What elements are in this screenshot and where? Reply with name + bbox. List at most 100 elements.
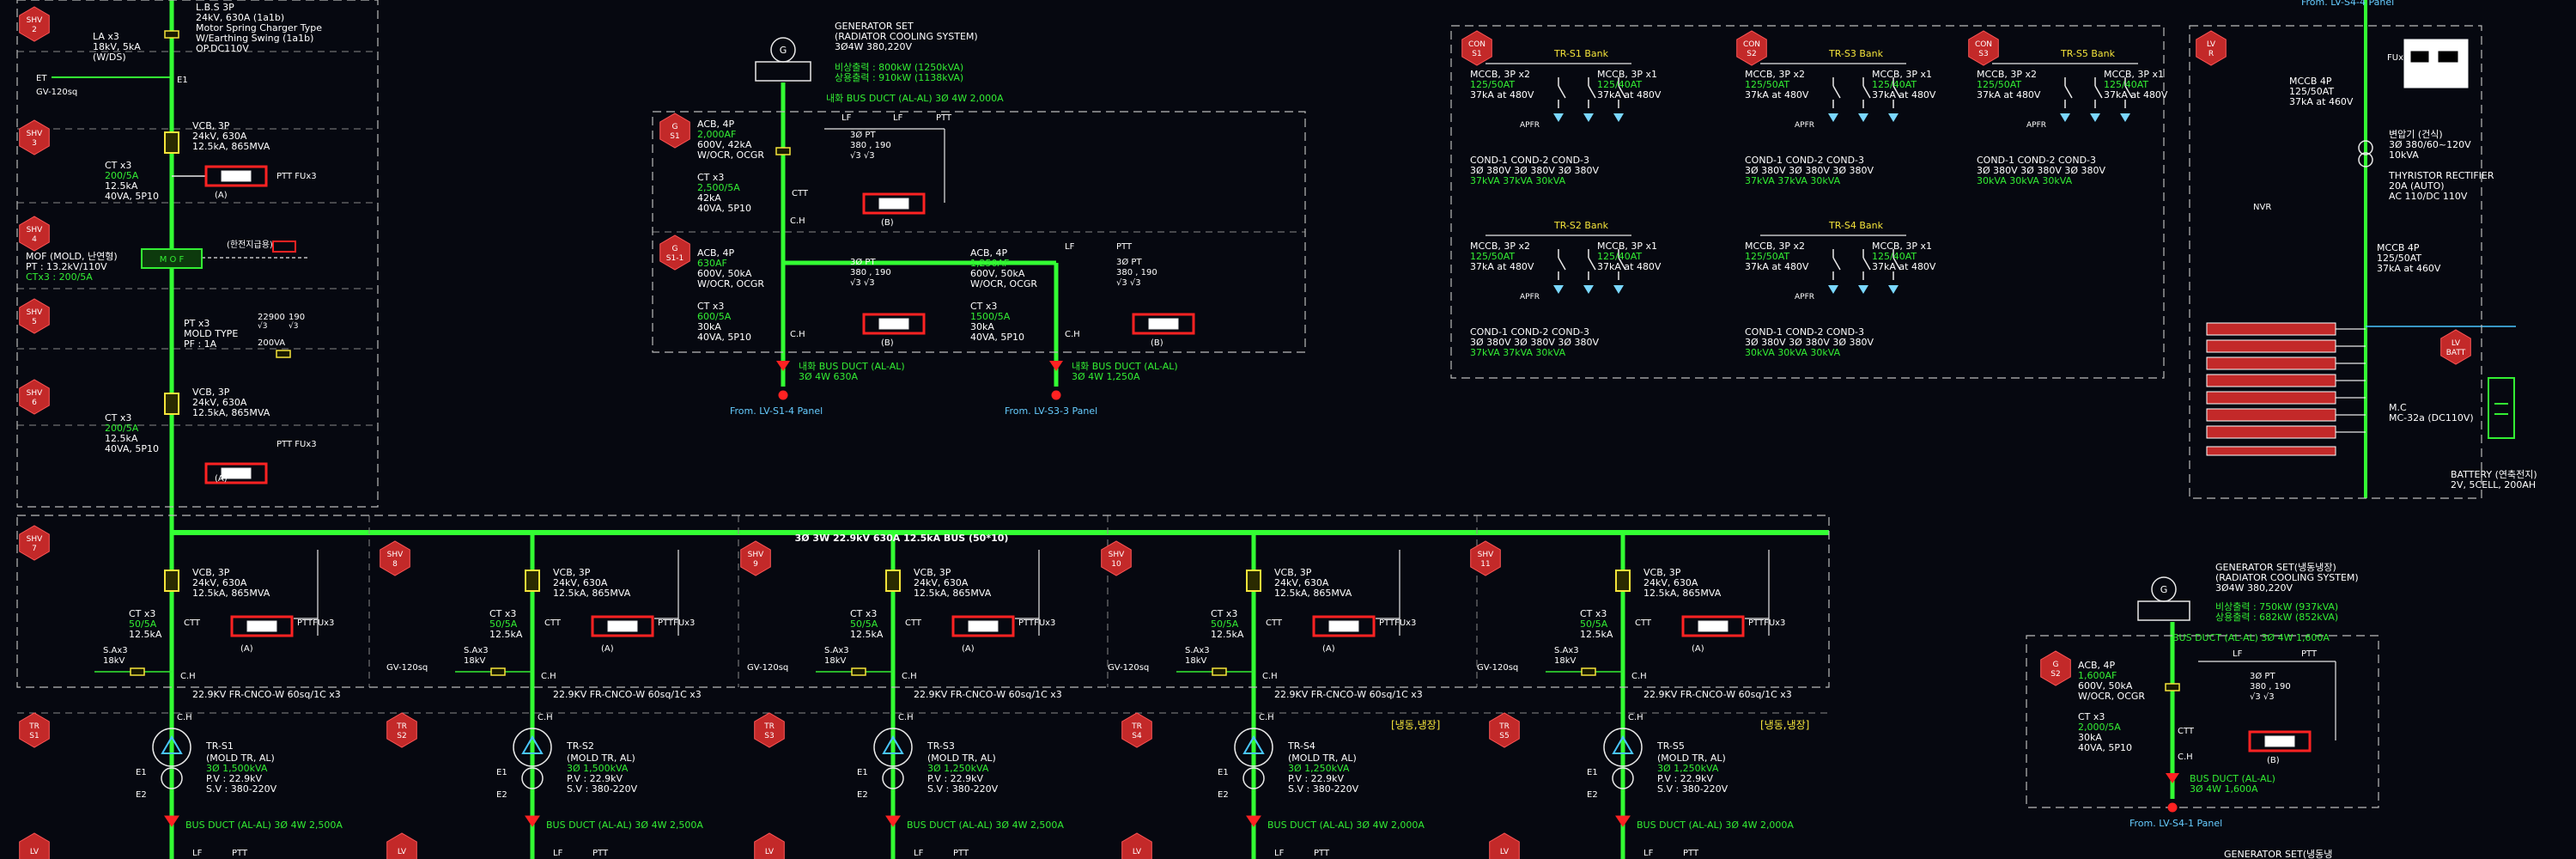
tag-label: 9 [753, 560, 758, 569]
label: 3Ø4W 380,220V [2215, 582, 2293, 594]
label: CT x3 [1580, 608, 1607, 619]
feeder-ct-4-icon [1312, 615, 1376, 637]
label: 600V, 42kA [697, 139, 752, 150]
label: 18kV [464, 656, 486, 666]
label: PTT [1683, 849, 1699, 858]
relay-label: (A) [240, 644, 253, 654]
transformer-2-icon [513, 728, 552, 767]
tag-label: LV [1500, 848, 1510, 856]
label: P.V : 22.9kV [927, 773, 984, 784]
label: TR-S2 Bank [1553, 220, 1609, 231]
tag-label: G [2053, 661, 2059, 669]
label: √3 [289, 321, 298, 331]
tag-label: 3 [32, 139, 37, 148]
mccb-switch-icon [1588, 85, 1596, 99]
tag-label: S5 [1499, 732, 1509, 740]
label: CT x3 [105, 160, 131, 171]
label: From. LV-S3-3 Panel [1005, 405, 1097, 417]
label: CTT [792, 189, 809, 198]
label: 24kV, 630A [553, 577, 608, 588]
surge-arrester-3-icon [851, 667, 866, 676]
label: GV-120sq [386, 663, 428, 673]
relay-label: (B) [2267, 756, 2280, 765]
pttfu-label: PTTFUx3 [1018, 618, 1055, 628]
feeder-ct-4-icon-core [1328, 620, 1359, 632]
tag-label: 6 [32, 399, 37, 407]
tag-label: S1 [29, 732, 39, 740]
tag-shv2 [19, 6, 50, 42]
tag-gs2 [2040, 650, 2071, 686]
bus-duct-arrow-icon [885, 815, 901, 827]
label: VCB, 3P [192, 567, 230, 578]
label: MCCB, 3P x1 [1872, 69, 1932, 80]
tag-label: BATT [2446, 349, 2466, 357]
label: 380 , 190 [2250, 682, 2291, 691]
label: √3 √3 [2250, 692, 2275, 702]
label: CT x3 [697, 172, 724, 183]
label: 37kA at 480V [1745, 261, 1809, 272]
label: (RADIATOR COOLING SYSTEM) [835, 31, 978, 42]
label: (B) [881, 338, 894, 348]
label: VCB, 3P [914, 567, 951, 578]
label: E2 [1218, 790, 1229, 800]
surge-arrester-5-icon [1581, 667, 1596, 676]
label: 50/5A [489, 618, 518, 630]
tag-trs2 [386, 712, 417, 748]
label: 37kA at 460V [2377, 263, 2441, 274]
label: COND-1 COND-2 COND-3 [1470, 155, 1589, 166]
generator2-frame [2137, 600, 2190, 621]
wye-winding-icon [1242, 767, 1265, 789]
tag-label: TR [28, 722, 39, 731]
label: VCB, 3P [1274, 567, 1312, 578]
label: COND-1 COND-2 COND-3 [1745, 155, 1864, 166]
label: 3Ø 380V 3Ø 380V 3Ø 380V [1470, 165, 1599, 176]
label: 22.9KV FR-CNCO-W 60sq/1C x3 [553, 689, 702, 700]
feeder-ct-1-icon [230, 615, 294, 637]
label: BUS DUCT (AL-AL) 3Ø 4W 2,500A [907, 819, 1064, 831]
label: MOF (MOLD, 난연형) [26, 251, 118, 262]
label: GV-120sq [1108, 663, 1149, 673]
label: AC 110/DC 110V [2389, 191, 2468, 202]
label: 22.9KV FR-CNCO-W 60sq/1C x3 [914, 689, 1062, 700]
label: BATTERY (연축전지) [2451, 469, 2537, 480]
label: 37kA at 480V [1470, 261, 1534, 272]
tag-label: G [672, 245, 678, 253]
label: S.Ax3 [464, 646, 489, 655]
wye-winding-icon [882, 767, 904, 789]
pttfu-label: PTTFUx3 [1379, 618, 1416, 628]
label: 40VA, 5P10 [105, 191, 159, 202]
label: 37kVA 37kVA 30kVA [1745, 175, 1841, 186]
label: BUS DUCT (AL-AL) 3Ø 4W 2,000A [1637, 819, 1794, 831]
label: PTT [592, 849, 609, 858]
label: C.H [790, 216, 805, 226]
label: 비상출력 : 750kW (937kVA) [2215, 601, 2338, 612]
label: APFR [1520, 293, 1540, 302]
label: E1 [177, 76, 188, 85]
label: CT x3 [850, 608, 877, 619]
label: BUS DUCT (AL-AL) 3Ø 4W 2,500A [546, 819, 703, 831]
label: 37kA at 480V [1745, 89, 1809, 101]
label: TR-S5 Bank [2060, 48, 2116, 59]
capacitor-icon [1583, 113, 1594, 122]
delta-winding-icon [882, 735, 904, 754]
label: 200VA [258, 338, 285, 348]
feeder-ct-1-icon-core [246, 620, 277, 632]
rectifier-panel-icon [2403, 39, 2469, 88]
label: √3 √3 [850, 278, 875, 288]
tag-trs5 [1489, 712, 1520, 748]
tag-cons1 [1461, 30, 1492, 66]
capacitor-icon [1828, 285, 1838, 294]
capacitor-icon [1828, 113, 1838, 122]
tag-label: TR [763, 722, 775, 731]
rectifier-transformer-icon [2358, 140, 2373, 155]
label: 변압기 (건식) [2389, 129, 2443, 140]
gen1-ct-relay-3-icon [1132, 313, 1195, 335]
tag-label: LV [2451, 339, 2461, 348]
label: 600V, 50kA [970, 268, 1025, 279]
label: 1,250AF [970, 258, 1009, 269]
label: S.Ax3 [103, 646, 128, 655]
label: LF [1274, 849, 1285, 858]
label: MCCB, 3P x2 [1977, 69, 2037, 80]
capacitor-icon [1613, 113, 1624, 122]
label: 18kV [103, 656, 125, 666]
